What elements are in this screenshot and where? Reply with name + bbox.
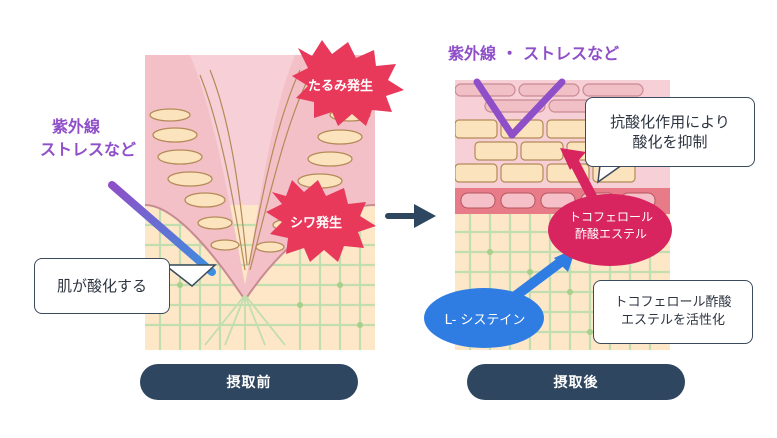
wrinkle-burst-label: シワ発生 <box>290 216 343 231</box>
before-pill: 摂取前 <box>140 364 358 400</box>
cysteine-oval <box>424 288 544 348</box>
antioxidant-line1: 抗酸化作用により <box>610 112 730 131</box>
sagging-burst <box>292 40 404 126</box>
before-stress-label: 紫外線 ストレスなど <box>40 115 136 161</box>
tocopherol-line2: 酢酸エステル <box>574 227 647 242</box>
after-pill-label: 摂取後 <box>553 375 599 391</box>
process-arrow <box>414 204 436 228</box>
activate-line2: エステルを活性化 <box>620 313 725 328</box>
antioxidant-line2: 酸化を抑制 <box>632 133 708 151</box>
activate-line1: トコフェロール酢酸 <box>614 295 732 311</box>
tocopherol-oval <box>548 194 672 266</box>
before-stress-line1: 紫外線 <box>52 117 101 136</box>
tocopherol-oval-label: トコフェロール 酢酸エステル <box>556 209 666 244</box>
before-pill-label: 摂取前 <box>226 375 272 391</box>
after-stress-label: 紫外線 ・ ストレスなど <box>448 44 620 63</box>
oxidize-callout: 肌が酸化する <box>34 258 170 314</box>
cysteine-oval-label: L- システイン <box>444 313 526 328</box>
oxidize-callout-text: 肌が酸化する <box>56 276 147 295</box>
after-pill: 摂取後 <box>467 364 685 400</box>
sagging-burst-label: たるみ発生 <box>308 79 374 94</box>
uv-arrow-before <box>108 181 216 276</box>
wrinkle-burst <box>266 180 376 262</box>
before-stress-line2: ストレスなど <box>40 140 137 160</box>
antioxidant-callout: 抗酸化作用により 酸化を抑制 <box>585 97 755 167</box>
tocopherol-line1: トコフェロール <box>568 210 653 224</box>
activate-callout: トコフェロール酢酸 エステルを活性化 <box>593 280 753 344</box>
tocopherol-arrow <box>560 148 586 170</box>
